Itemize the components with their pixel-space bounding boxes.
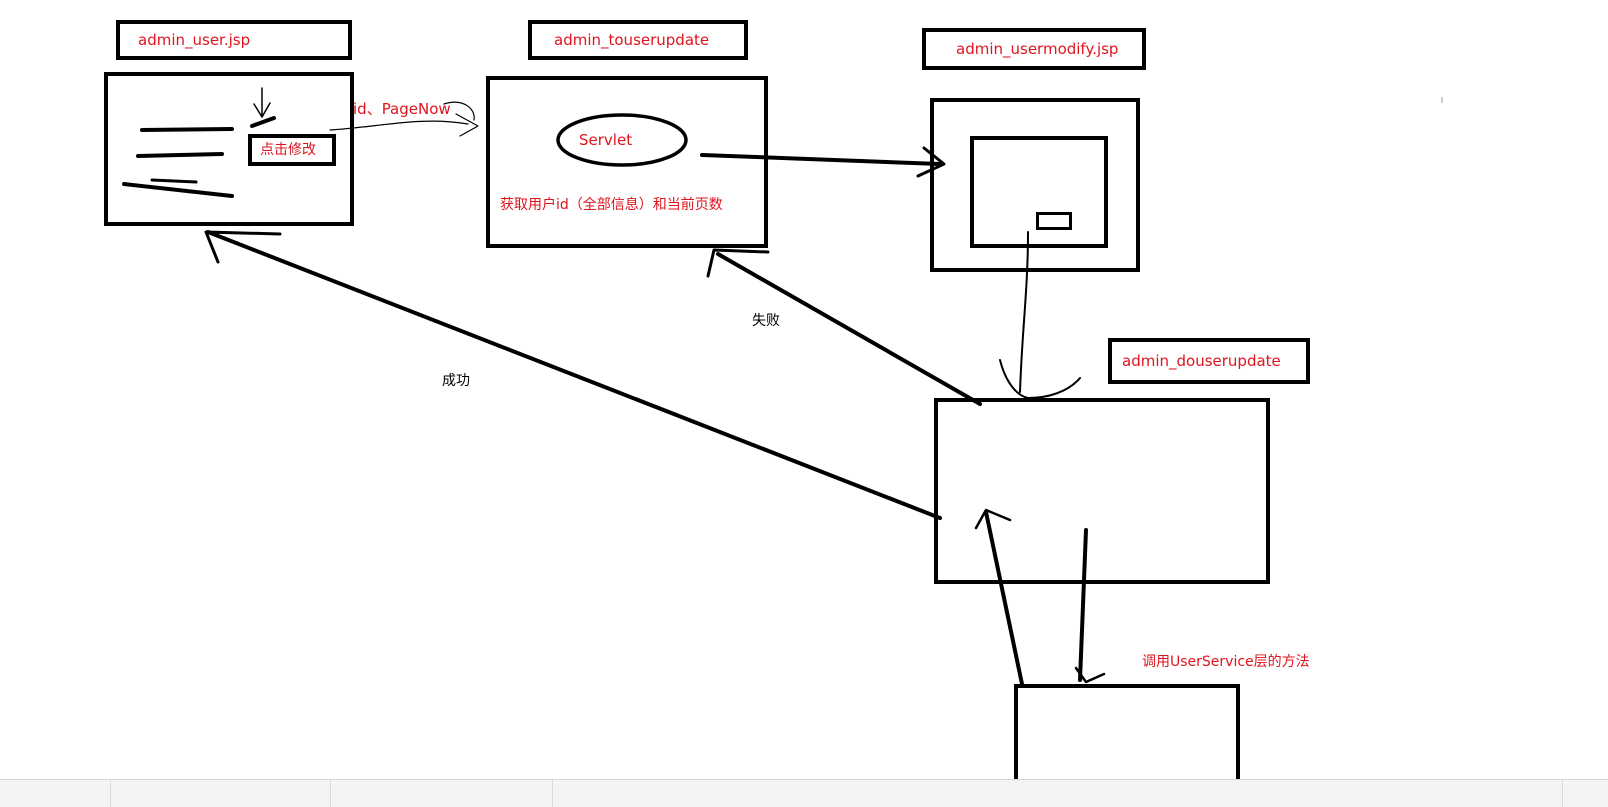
success-label: 成功: [442, 373, 470, 389]
return-arrow-head: [974, 508, 1012, 530]
scribble-line: [250, 116, 276, 128]
failure-arrow: [716, 252, 982, 406]
call-arrow-head: [1074, 666, 1106, 684]
params-arrow: [329, 120, 469, 131]
admin-touserupdate-title: admin_touserupdate: [528, 20, 748, 60]
scribble-line: [136, 152, 224, 158]
down-arrow-icon: [253, 87, 271, 118]
servlet-ellipse: [556, 113, 688, 167]
submit-arrow: [1019, 231, 1029, 393]
submit-button[interactable]: [1036, 212, 1072, 230]
success-arrow: [206, 230, 942, 520]
admin-user-title-text: admin_user.jsp: [138, 30, 251, 49]
service-note-text: 调用UserService层的方法: [1142, 654, 1310, 670]
admin-touserupdate-box: [486, 76, 768, 248]
submit-arrow-head: [999, 359, 1081, 399]
bottom-scroll-strip[interactable]: [0, 779, 1608, 807]
edit-button-label: 点击修改: [260, 142, 316, 158]
failure-label: 失败: [752, 313, 780, 329]
admin-touserupdate-title-text: admin_touserupdate: [554, 30, 710, 49]
edit-button[interactable]: 点击修改: [248, 134, 336, 166]
admin-user-box: [104, 72, 354, 226]
success-arrow-head: [204, 230, 282, 264]
admin-usermodify-form-box: [970, 136, 1108, 248]
admin-usermodify-outer-box: [930, 98, 1140, 272]
touserupdate-description: 获取用户id（全部信息）和当前页数: [500, 197, 723, 213]
service-note: 调用UserService层的方法: [1138, 648, 1318, 676]
admin-douserupdate-title: admin_douserupdate: [1108, 338, 1310, 384]
strip-segment: [330, 780, 553, 807]
scribble-line: [140, 127, 234, 132]
params-label: id、PageNow: [353, 100, 451, 118]
scribble-line: [122, 182, 234, 198]
failure-arrow-head: [706, 248, 770, 278]
params-arrow-head: [455, 113, 479, 137]
forward-arrow: [700, 153, 942, 166]
return-arrow: [984, 510, 1024, 686]
servlet-label: Servlet: [579, 131, 633, 149]
strip-segment: [0, 780, 111, 807]
admin-user-title: admin_user.jsp: [116, 20, 352, 60]
admin-usermodify-title-text: admin_usermodify.jsp: [956, 39, 1119, 58]
call-arrow: [1078, 528, 1088, 682]
strip-segment: [110, 780, 331, 807]
scribble-line: [150, 178, 198, 184]
params-arrow-tail: [443, 101, 475, 121]
admin-douserupdate-box: [934, 398, 1270, 584]
strip-segment: [552, 780, 1563, 807]
admin-douserupdate-title-text: admin_douserupdate: [1122, 351, 1281, 370]
admin-usermodify-title: admin_usermodify.jsp: [922, 28, 1146, 70]
